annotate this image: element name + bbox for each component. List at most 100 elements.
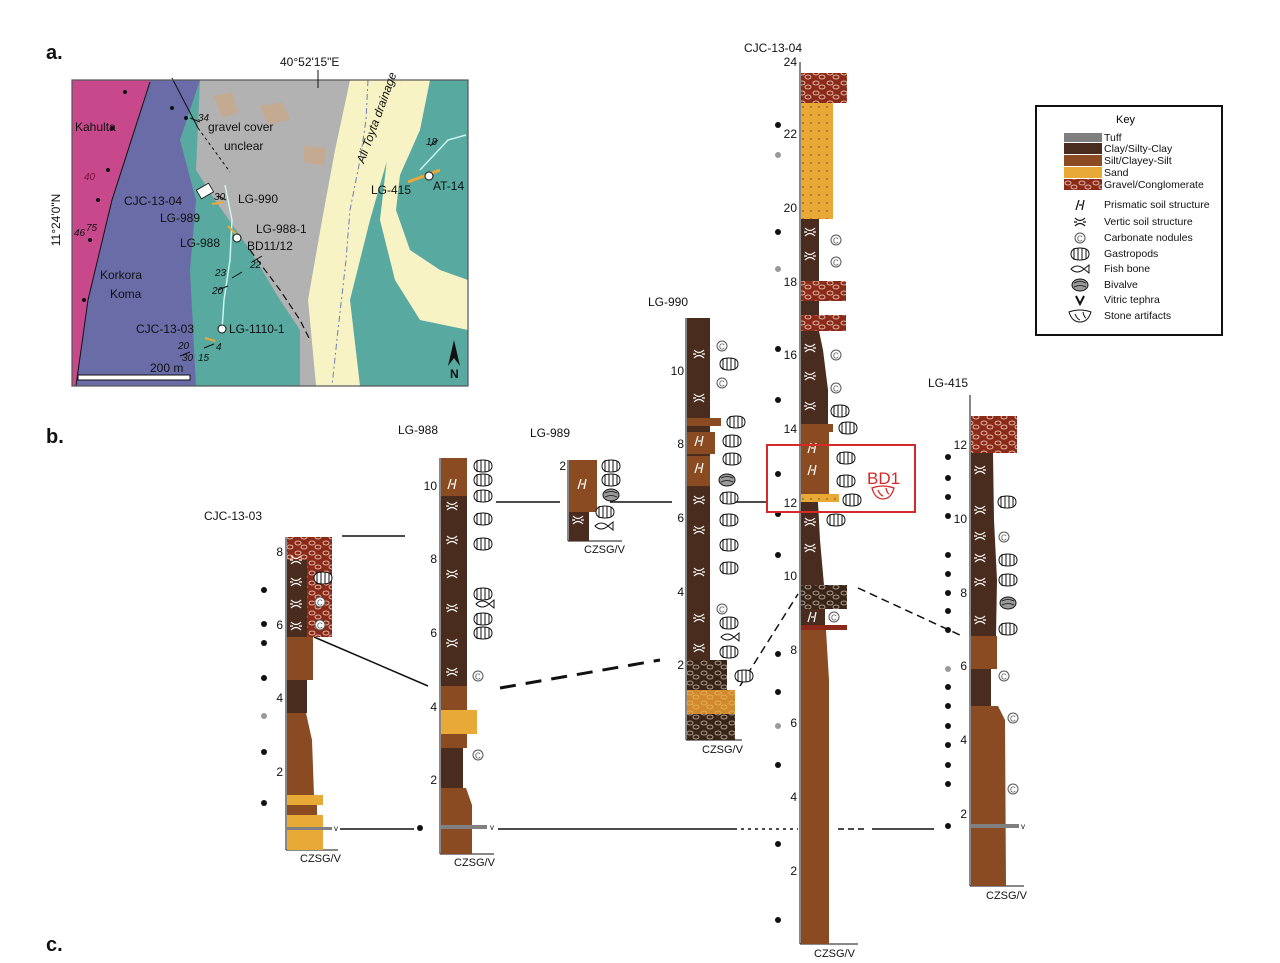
tick-lg-989-2: 2	[559, 459, 566, 473]
key-label-silt: Silt/Clayey-Silt	[1104, 155, 1172, 167]
svg-text:v: v	[490, 823, 494, 832]
tick-cjc-13-04-18: 18	[784, 275, 798, 289]
site-label-lg-990: LG-990	[238, 192, 278, 206]
vertic-icon	[1074, 217, 1086, 227]
korkora-koma-unit	[76, 80, 200, 386]
dip-20: 20	[211, 286, 224, 297]
dip-15: 15	[198, 353, 210, 364]
tick-lg-988-10: 10	[424, 479, 438, 493]
tick-cjc-13-03-8: 8	[276, 545, 283, 559]
kahulta-label: Kahulta	[75, 120, 116, 134]
panel-label-b: b.	[46, 426, 64, 448]
tick-cjc-13-03-6: 6	[276, 618, 283, 632]
kahulta-unit	[72, 80, 150, 386]
prismatic-icon	[1075, 199, 1085, 211]
tick-cjc-13-04-8: 8	[790, 643, 797, 657]
tick-cjc-13-04-14: 14	[784, 422, 798, 436]
scale-bar-label: 200 m	[150, 361, 183, 375]
tick-cjc-13-04-10: 10	[784, 569, 798, 583]
site-label-lg-988-1: LG-988-1	[256, 222, 307, 236]
tick-cjc-13-04-20: 20	[784, 201, 798, 215]
tick-lg-415-6: 6	[960, 659, 967, 673]
svg-text:v: v	[1021, 822, 1025, 831]
section-title-cjc-13-03: CJC-13-03	[204, 509, 262, 523]
tick-lg-990-8: 8	[677, 437, 684, 451]
dip-30b: 30	[182, 353, 194, 364]
geologic-map: Kahulta gravel cover unclear Korkora Kom…	[71, 70, 469, 387]
section-lg-415	[945, 395, 1024, 887]
gastropod-icon	[1070, 247, 1090, 261]
key-label-tuff: Tuff	[1104, 132, 1122, 144]
tick-lg-990-4: 4	[677, 585, 684, 599]
grain-axis-lg-989: CZSG/V	[584, 544, 626, 556]
tick-lg-990-6: 6	[677, 511, 684, 525]
site-label-cjc-13-04: CJC-13-04	[124, 194, 182, 208]
key-label-carbonate: Carbonate nodules	[1104, 232, 1193, 244]
grain-axis-cjc-13-03: CZSG/V	[300, 853, 342, 865]
dip-18: 18	[426, 137, 438, 148]
dip-4: 4	[216, 342, 222, 353]
key-label-stone-artifacts: Stone artifacts	[1104, 310, 1171, 322]
vitric-tephra-icon	[1075, 295, 1085, 307]
key-swatch-silt	[1064, 155, 1102, 166]
dip-20b: 20	[177, 341, 190, 352]
tick-lg-415-10: 10	[954, 512, 968, 526]
bivalve-icon	[1071, 278, 1089, 292]
key-swatch-tuff	[1064, 133, 1102, 142]
dip-46: 46	[74, 228, 86, 239]
tick-lg-415-8: 8	[960, 586, 967, 600]
tick-cjc-13-04-24: 24	[784, 55, 798, 69]
bd1-highlight-box	[766, 444, 916, 513]
dip-23: 23	[214, 268, 227, 279]
tick-cjc-13-04-12: 12	[784, 496, 798, 510]
grain-axis-cjc-13-04: CZSG/V	[814, 948, 856, 960]
tick-cjc-13-04-4: 4	[790, 790, 797, 804]
tick-lg-990-10: 10	[671, 364, 685, 378]
tick-lg-990-2: 2	[677, 658, 684, 672]
section-lg-988	[417, 458, 495, 855]
key-label-gastropods: Gastropods	[1104, 248, 1158, 260]
site-label-bd11-12: BD11/12	[247, 239, 293, 253]
section-title-lg-989: LG-989	[530, 426, 570, 440]
unclear-label: unclear	[224, 139, 263, 153]
key-label-vitric-tephra: Vitric tephra	[1104, 294, 1160, 306]
site-label-lg-989: LG-989	[160, 211, 200, 225]
section-lg-990	[685, 318, 754, 741]
tick-lg-415-4: 4	[960, 733, 967, 747]
panel-label-a: a.	[46, 42, 63, 64]
tick-cjc-13-04-2: 2	[790, 864, 797, 878]
key-swatch-gravel	[1064, 179, 1102, 190]
dip-40: 40	[84, 172, 96, 183]
stone-artifact-icon	[1068, 309, 1092, 323]
key-label-prismatic: Prismatic soil structure	[1104, 199, 1210, 211]
correlation-lines	[313, 501, 963, 830]
section-title-cjc-13-04: CJC-13-04	[744, 41, 802, 55]
key-label-vertic: Vertic soil structure	[1104, 216, 1193, 228]
gravel-cover-label: gravel cover	[208, 120, 273, 134]
section-title-lg-988: LG-988	[398, 423, 438, 437]
ali-toyta-alluvium	[308, 80, 402, 386]
section-title-lg-990: LG-990	[648, 295, 688, 309]
site-label-cjc-13-03: CJC-13-03	[136, 322, 194, 336]
key-swatch-sand	[1064, 167, 1102, 178]
tick-lg-415-2: 2	[960, 807, 967, 821]
longitude-label: 40°52'15"E	[280, 55, 339, 69]
tick-lg-988-6: 6	[430, 626, 437, 640]
tick-cjc-13-03-4: 4	[276, 691, 283, 705]
key-label-bivalve: Bivalve	[1104, 279, 1138, 291]
svg-text:v: v	[334, 824, 338, 833]
tick-lg-415-12: 12	[954, 438, 968, 452]
alluvium-branch	[380, 80, 468, 330]
section-cjc-13-04: BD1	[766, 62, 916, 945]
bd1-artifact-icon	[871, 485, 895, 500]
tick-cjc-13-04-16: 16	[784, 348, 798, 362]
north-arrow-label: N	[450, 367, 459, 381]
carbonate-nodule-icon	[1074, 232, 1086, 244]
section-cjc-13-03	[261, 537, 338, 851]
site-label-at-14: AT-14	[433, 179, 464, 193]
grain-axis-lg-988: CZSG/V	[454, 857, 496, 869]
key-label-gravel: Gravel/Conglomerate	[1104, 179, 1204, 191]
tick-lg-988-4: 4	[430, 700, 437, 714]
dip-22: 22	[249, 260, 262, 271]
